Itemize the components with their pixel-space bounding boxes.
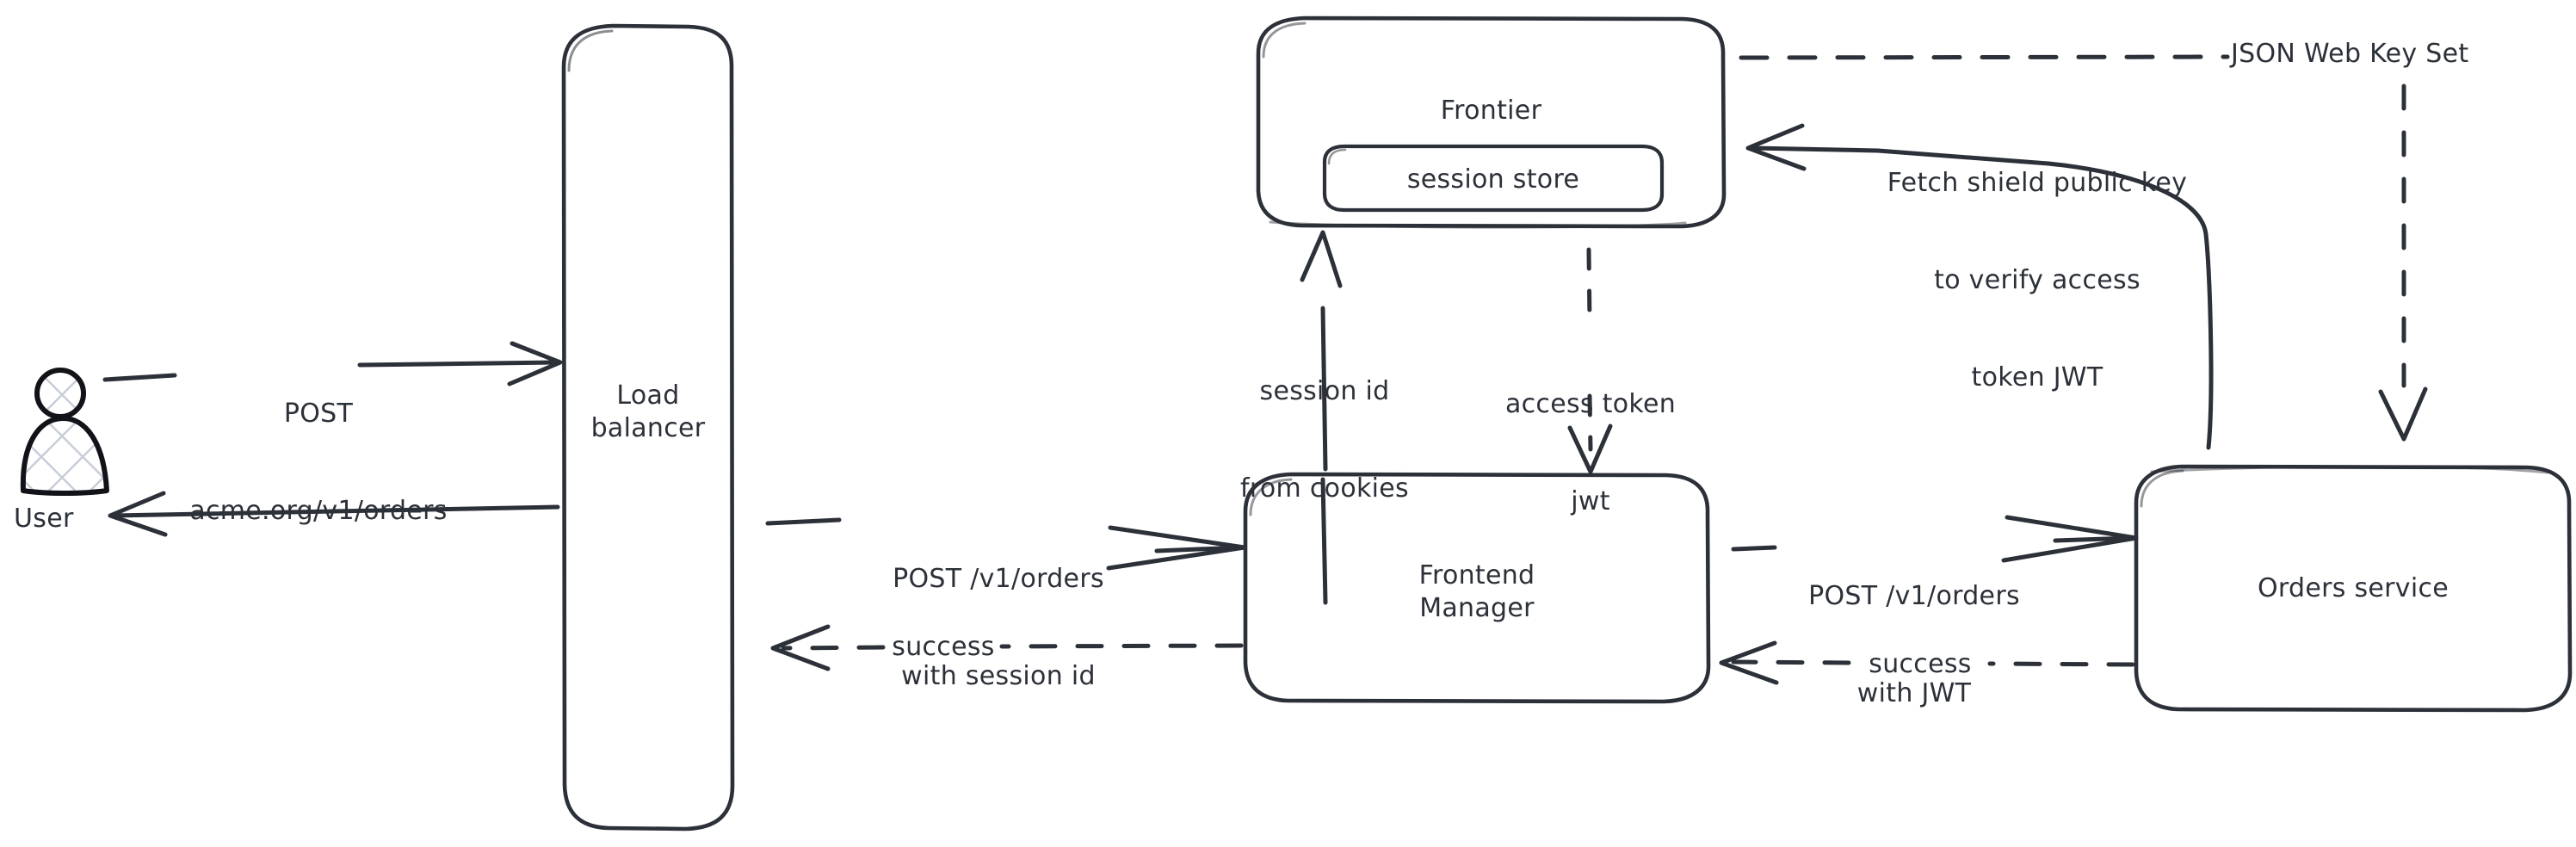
- edge-label-line2: from cookies: [1240, 473, 1409, 504]
- orders-service-label: Orders service: [2257, 573, 2449, 603]
- edge-label-session-id-from-cookies: session id from cookies: [1200, 310, 1449, 570]
- edge-load-balancer-to-user: [108, 491, 560, 537]
- edge-frontier-to-frontend-manager: [1567, 247, 1613, 474]
- edge-label-fetch-shield-public-key: Fetch shield public key to verify access…: [1866, 102, 2208, 460]
- edge-orders-service-to-frontier: [1745, 123, 2214, 450]
- edge-label-line1: POST /v1/orders: [893, 563, 1104, 594]
- edge-label-line2: to verify access: [1934, 264, 2140, 295]
- edge-label-line2: acme.org/v1/orders: [189, 495, 448, 526]
- edge-label-success-lb: success: [892, 632, 995, 662]
- edge-label-access-token-jwt: access token jwt: [1473, 323, 1708, 583]
- edge-frontend-manager-to-orders-service: [1731, 515, 2139, 563]
- load-balancer-shape[interactable]: [561, 23, 735, 832]
- edge-label-line1: session id: [1259, 375, 1390, 406]
- frontend-manager-shape[interactable]: [1243, 472, 1711, 704]
- edge-label-line2: with JWT: [1856, 677, 1972, 708]
- edge-label-json-web-key-set: JSON Web Key Set: [2231, 39, 2469, 69]
- edge-user-to-load-balancer: [102, 341, 563, 386]
- edge-label-line1: POST: [283, 398, 354, 429]
- edge-label-line1: POST /v1/orders: [1808, 580, 2020, 611]
- edge-frontend-manager-to-frontier: [1300, 230, 1343, 605]
- edge-label-success-orders: success: [1869, 649, 1972, 679]
- edge-label-line2: with session id: [901, 660, 1096, 691]
- edge-orders-service-to-frontend-manager: [1719, 640, 2135, 685]
- edge-load-balancer-to-frontend-manager: [765, 517, 1247, 571]
- session-store-label: session store: [1406, 164, 1580, 195]
- edge-label-post-acme-orders: POST acme.org/v1/orders: [146, 332, 491, 592]
- edge-frontend-manager-to-load-balancer: [770, 624, 1244, 671]
- edge-label-line1: access token: [1504, 388, 1677, 419]
- edge-label-line3: token JWT: [1971, 362, 2103, 393]
- user-actor-label: User: [14, 504, 74, 534]
- edge-label-post-v1-orders-jwt: POST /v1/orders with JWT: [1770, 515, 2059, 775]
- edge-label-line2: jwt: [1571, 485, 1610, 516]
- edge-label-line1: Fetch shield public key: [1887, 167, 2188, 198]
- session-store-shape[interactable]: [1322, 144, 1665, 213]
- frontier-label: Frontier: [1440, 96, 1542, 126]
- orders-service-shape[interactable]: [2134, 464, 2573, 713]
- edge-frontier-to-orders-service: [1739, 54, 2428, 442]
- user-actor-shape: [20, 368, 109, 496]
- edge-label-post-v1-orders-session-id: POST /v1/orders with session id: [831, 498, 1166, 757]
